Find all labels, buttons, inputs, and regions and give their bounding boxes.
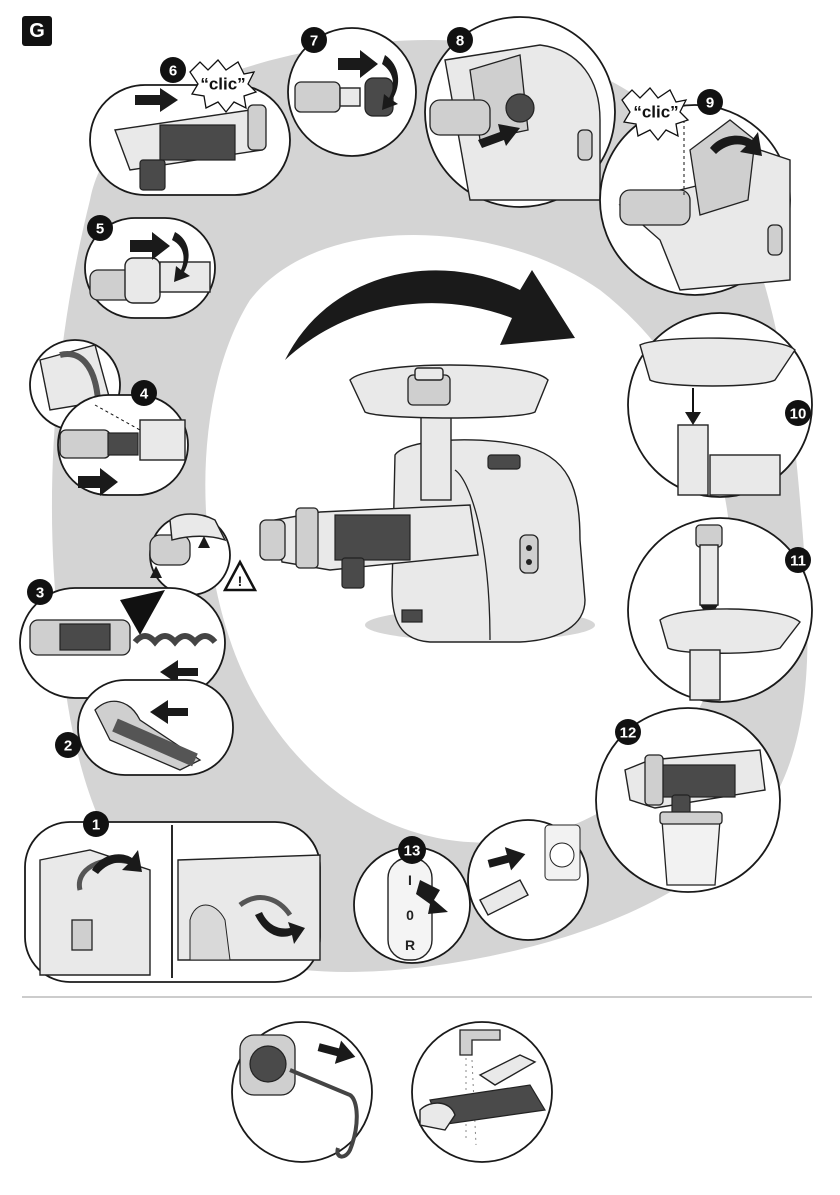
step-1-panel: 1 [25, 811, 320, 982]
step-9-panel: “clic” 9 [600, 88, 790, 295]
section-letter: G [29, 20, 45, 42]
step-number: 8 [456, 33, 464, 50]
step-number: 4 [140, 386, 149, 403]
svg-text:“clic”: “clic” [200, 75, 245, 94]
warning-triangle-icon: ! [225, 562, 255, 590]
step-8-panel: 8 [425, 17, 615, 207]
svg-text:“clic”: “clic” [633, 103, 678, 122]
step-10-panel: 10 [628, 313, 812, 497]
cleaning-hook-panel [232, 1022, 372, 1162]
step-number: 6 [169, 63, 177, 80]
step-number: 13 [404, 843, 421, 860]
step-12-panel: 12 [596, 708, 780, 892]
step-7-panel: 7 [288, 27, 416, 156]
rotation-arrow [285, 270, 575, 360]
step-number: 2 [64, 738, 72, 755]
switch-position-reverse: R [405, 937, 415, 953]
step-number: 1 [92, 817, 100, 834]
svg-text:!: ! [238, 573, 243, 589]
switch-position-on: I [408, 872, 412, 888]
step-5-panel: 5 [85, 215, 215, 318]
step-number: 9 [706, 95, 714, 112]
step-number: 5 [96, 221, 104, 238]
step-number: 10 [790, 406, 807, 423]
section-badge: G [22, 16, 52, 46]
central-appliance [260, 365, 595, 642]
step-number: 3 [36, 585, 44, 602]
switch-position-off: 0 [406, 907, 414, 923]
step-11-panel: 11 [628, 518, 812, 702]
cleaning-brush-panel [412, 1022, 552, 1162]
step-number: 11 [790, 553, 806, 570]
step-number: 12 [620, 725, 637, 742]
arrow-icon [285, 270, 575, 360]
step-number: 7 [310, 33, 318, 50]
